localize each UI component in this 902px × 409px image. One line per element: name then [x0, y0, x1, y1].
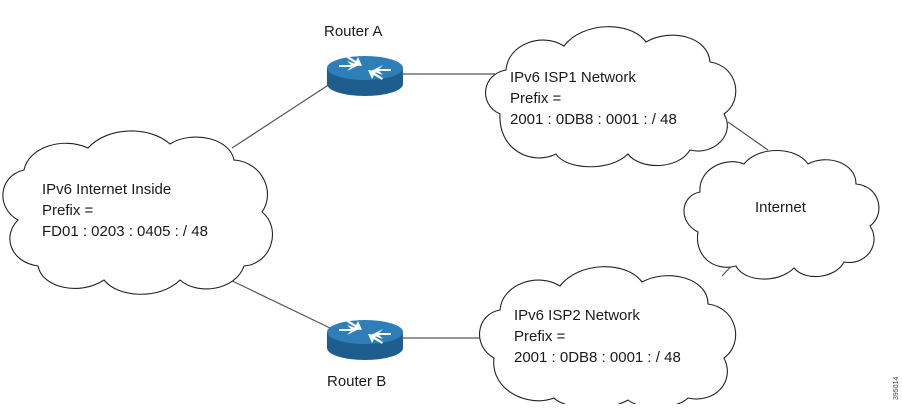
- link-isp1-internet: [727, 121, 769, 151]
- router-b-label: Router B: [327, 373, 386, 390]
- cloud-inside: [2, 130, 273, 295]
- figure-reference: 395014: [893, 377, 900, 400]
- router-b-icon: [327, 320, 403, 360]
- cloud-internet: [683, 149, 880, 280]
- router-a-label: Router A: [324, 23, 382, 40]
- isp2-prefix-label: Prefix =: [514, 328, 566, 345]
- link-inside-router-a: [231, 83, 331, 149]
- inside-prefix-label: Prefix =: [42, 202, 94, 219]
- isp1-prefix-value: 2001 : 0DB8 : 0001 : / 48: [510, 111, 677, 128]
- internet-label: Internet: [755, 199, 807, 216]
- isp1-prefix-label: Prefix =: [510, 90, 562, 107]
- cloud-isp1: [485, 26, 737, 168]
- inside-prefix-value: FD01 : 0203 : 0405 : / 48: [42, 223, 208, 240]
- isp1-title: IPv6 ISP1 Network: [510, 69, 636, 86]
- isp2-title: IPv6 ISP2 Network: [514, 307, 640, 324]
- router-a-icon: [327, 56, 403, 96]
- isp2-prefix-value: 2001 : 0DB8 : 0001 : / 48: [514, 349, 681, 366]
- link-inside-router-b: [221, 275, 331, 329]
- inside-title: IPv6 Internet Inside: [42, 181, 171, 198]
